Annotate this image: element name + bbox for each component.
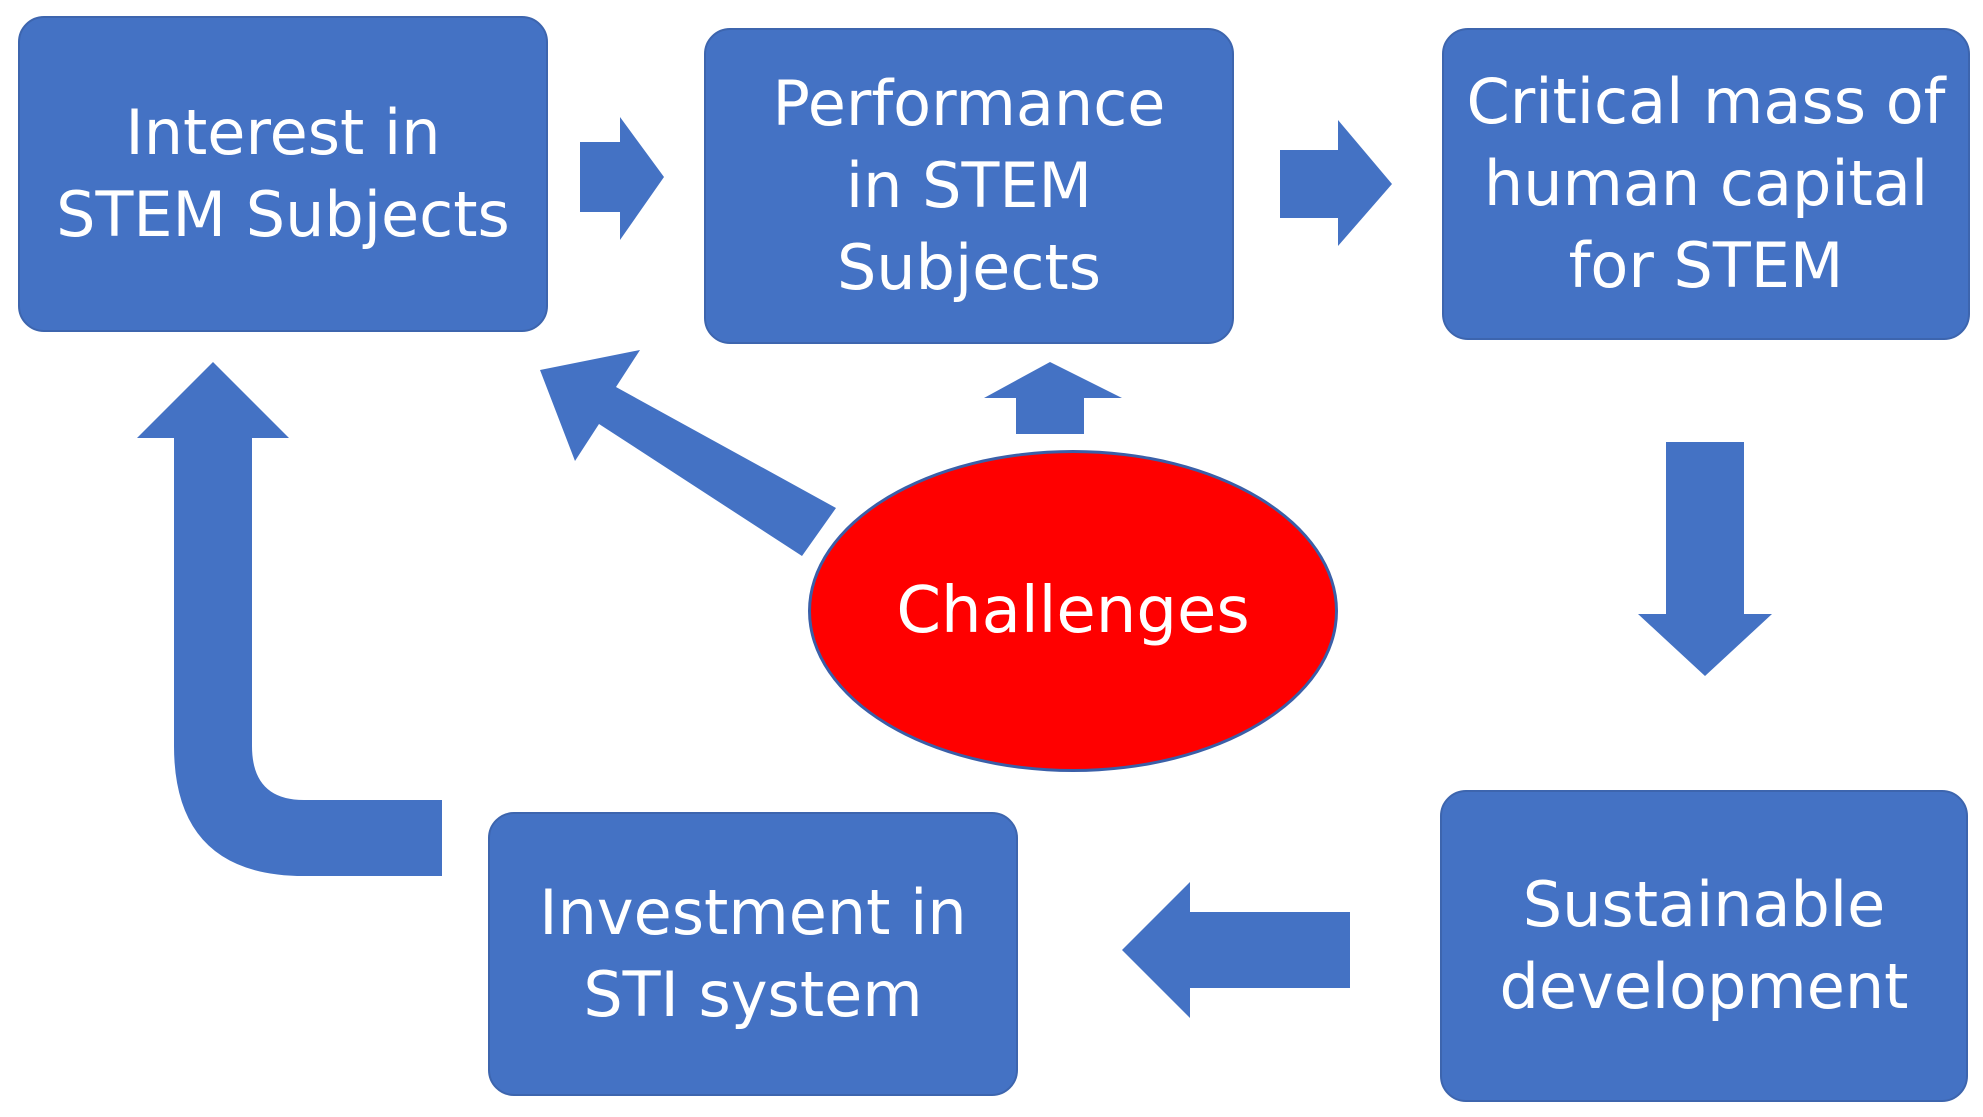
node-critical-mass: Critical mass of human capital for STEM — [1442, 28, 1970, 340]
arrow-performance-to-critical — [1280, 120, 1392, 246]
arrow-interest-to-performance — [580, 117, 664, 240]
arrow-investment-to-interest — [137, 362, 442, 876]
node-sustainable-development: Sustainable development — [1440, 790, 1968, 1102]
node-investment-sti: Investment in STI system — [488, 812, 1018, 1096]
node-interest-in-stem: Interest in STEM Subjects — [18, 16, 548, 332]
arrow-challenges-to-performance — [984, 362, 1122, 434]
arrow-sustainable-to-investment — [1122, 882, 1350, 1018]
arrow-challenges-to-interest — [540, 350, 836, 556]
node-performance-in-stem: Performance in STEM Subjects — [704, 28, 1234, 344]
node-challenges: Challenges — [808, 450, 1338, 772]
arrow-critical-to-sustainable — [1638, 442, 1772, 676]
